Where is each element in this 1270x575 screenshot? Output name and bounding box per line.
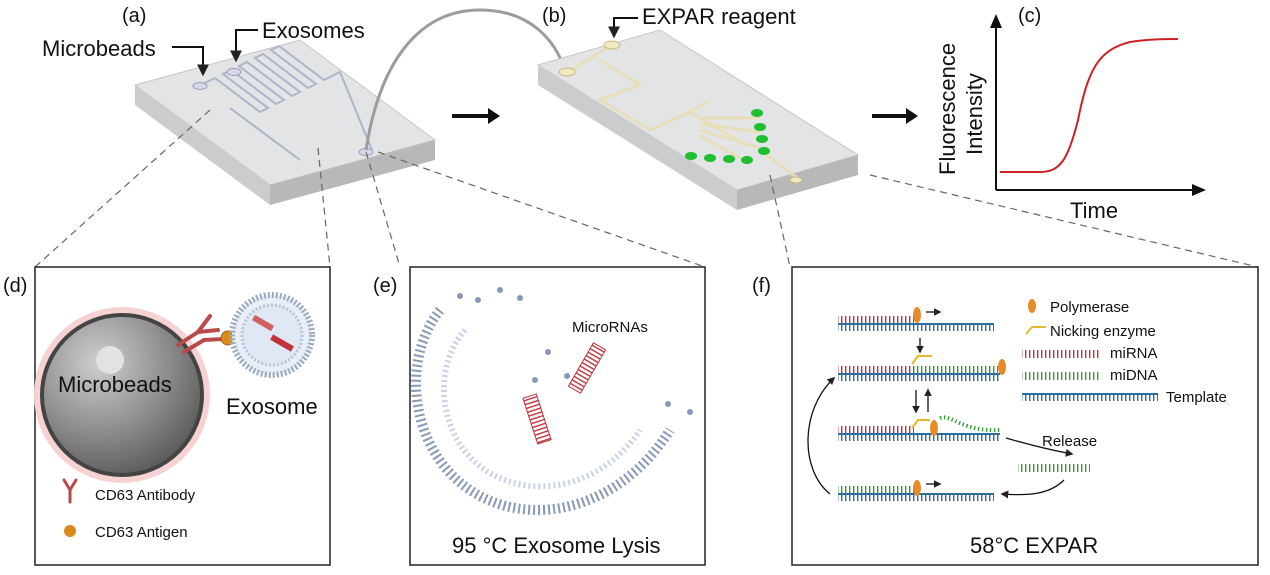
panel-f-caption: 58°C EXPAR <box>970 533 1098 558</box>
panel-e-caption: 95 °C Exosome Lysis <box>452 533 661 558</box>
expar-step-4 <box>838 480 994 501</box>
expar-step-2 <box>838 355 1006 381</box>
exosome-mirna-1 <box>251 314 275 332</box>
x-axis-label: Time <box>1070 198 1118 223</box>
chip-b <box>536 17 860 210</box>
exosome-mirna-2 <box>270 334 294 352</box>
released-midna <box>1018 464 1090 472</box>
expar-step-1 <box>838 307 994 331</box>
serpentine-channel <box>194 44 373 151</box>
exosomes-label: Exosomes <box>262 18 365 43</box>
exosomes-pointer <box>230 29 258 63</box>
connecting-tube <box>364 8 567 151</box>
chip-a <box>133 29 437 205</box>
microbead-sphere <box>40 313 204 477</box>
legend-antigen-icon <box>64 525 76 537</box>
panel-f-box <box>791 266 1259 566</box>
legend-polymerase-label: Polymerase <box>1050 299 1129 316</box>
panel-label-b: (b) <box>542 5 566 27</box>
panel-label-a: (a) <box>122 5 146 27</box>
y-axis-label-line1: Fluorescence <box>935 43 960 175</box>
bead-label: Microbeads <box>58 372 172 397</box>
legend-mirna-label: miRNA <box>1110 345 1158 362</box>
expar-step-3 <box>838 415 1001 441</box>
exosome-inlet <box>226 68 242 76</box>
panel-label-e: (e) <box>373 275 397 297</box>
legend-midna-icon <box>1022 372 1100 380</box>
legend-mirna-icon <box>1022 350 1100 358</box>
reagent-pointer <box>608 17 638 39</box>
legend-polymerase-icon <box>1028 299 1036 313</box>
exosome-label: Exosome <box>226 394 318 419</box>
detection-chambers <box>685 109 770 164</box>
legend-antibody-label: CD63 Antibody <box>95 487 196 504</box>
reagent-inlet <box>603 40 621 50</box>
cycle-arrow <box>807 376 836 495</box>
y-axis-label-line2: Intensity <box>962 73 987 155</box>
fluorescence-plot <box>990 14 1206 196</box>
microrna-strand-2 <box>522 393 552 445</box>
sigmoid-curve <box>1000 38 1179 173</box>
expar-reagent-label: EXPAR reagent <box>642 4 796 29</box>
lysed-membrane <box>411 287 693 515</box>
legend-antigen-label: CD63 Antigen <box>95 524 188 541</box>
chip-b-channels <box>567 43 801 182</box>
zoom-guides <box>34 109 1259 268</box>
microbeads-label: Microbeads <box>42 36 156 61</box>
panel-label-c: (c) <box>1018 5 1041 27</box>
legend-template-icon <box>1022 394 1158 401</box>
microrna-strand-1 <box>567 342 607 394</box>
panel-e-box <box>409 266 706 566</box>
legend-antibody-icon <box>62 478 78 504</box>
legend-nicking-label: Nicking enzyme <box>1050 323 1156 340</box>
release-label: Release <box>1042 433 1097 450</box>
microbead-inlet <box>192 82 208 90</box>
panel-label-f: (f) <box>752 275 771 297</box>
panel-label-d: (d) <box>3 275 27 297</box>
legend-template-label: Template <box>1166 389 1227 406</box>
microrna-label: MicroRNAs <box>572 319 648 336</box>
legend-midna-label: miDNA <box>1110 367 1158 384</box>
legend-nicking-icon <box>1025 326 1046 335</box>
cd63-antibody <box>176 314 226 354</box>
microbeads-pointer <box>172 46 209 77</box>
